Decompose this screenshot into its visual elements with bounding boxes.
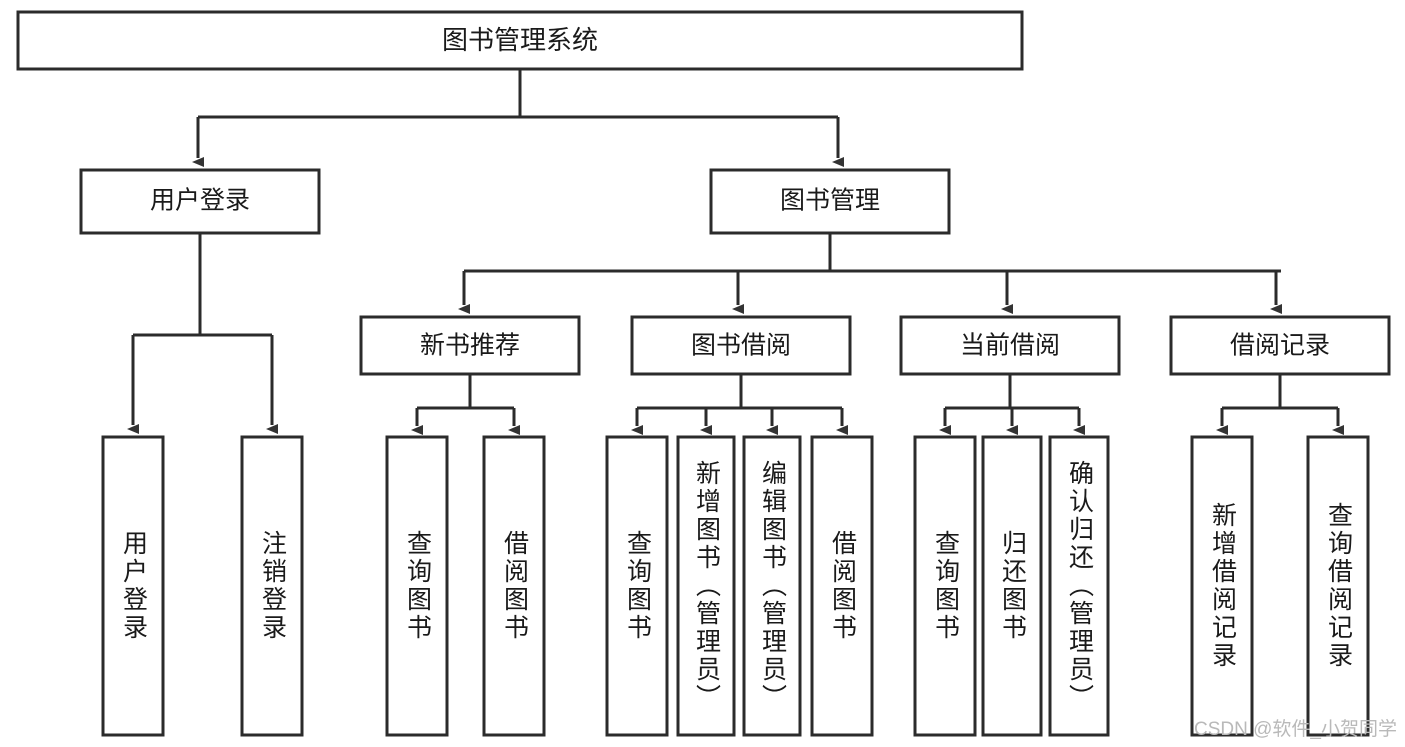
leaf-box[interactable]	[810, 435, 874, 737]
node-user-login[interactable]: 用户登录	[79, 168, 321, 235]
node-new-book-recommend-label: 新书推荐	[420, 332, 520, 360]
node-book-borrow-label: 图书借阅	[691, 332, 791, 360]
leaf-box[interactable]	[605, 435, 669, 737]
watermark: CSDN @软件_小贺同学	[1194, 719, 1397, 740]
leaf-box[interactable]	[101, 435, 165, 737]
connector-group-current-borrow	[939, 374, 1085, 435]
leaf-box[interactable]	[981, 435, 1043, 737]
connector-group-root	[192, 69, 844, 167]
node-borrow-record[interactable]: 借阅记录	[1169, 315, 1391, 376]
node-book-borrow[interactable]: 图书借阅	[630, 315, 852, 376]
leaf-box[interactable]	[742, 435, 802, 737]
leaf-box[interactable]	[240, 435, 304, 737]
leaf-box[interactable]	[1190, 435, 1254, 737]
node-book-management[interactable]: 图书管理	[709, 168, 951, 235]
leaf-box[interactable]	[1048, 435, 1110, 737]
node-book-management-label: 图书管理	[780, 187, 880, 215]
connector-group-book-mgmt	[458, 233, 1282, 314]
leaf-box[interactable]	[1306, 435, 1370, 737]
node-current-borrow-label: 当前借阅	[960, 332, 1060, 360]
leaf-box[interactable]	[676, 435, 736, 737]
node-root-label: 图书管理系统	[442, 25, 598, 55]
connector-group-user-login	[127, 233, 278, 434]
leaf-box[interactable]	[913, 435, 977, 737]
connector-group-borrow	[631, 374, 848, 435]
node-borrow-record-label: 借阅记录	[1230, 332, 1330, 360]
node-root[interactable]: 图书管理系统	[16, 10, 1024, 71]
connector-group-borrow-record	[1216, 374, 1344, 435]
node-user-login-label: 用户登录	[150, 187, 250, 215]
leaf-box[interactable]	[482, 435, 546, 737]
leaf-box-group	[101, 435, 1370, 737]
leaf-box[interactable]	[385, 435, 449, 737]
node-current-borrow[interactable]: 当前借阅	[899, 315, 1121, 376]
connector-group-new-book	[411, 374, 520, 435]
node-new-book-recommend[interactable]: 新书推荐	[359, 315, 581, 376]
